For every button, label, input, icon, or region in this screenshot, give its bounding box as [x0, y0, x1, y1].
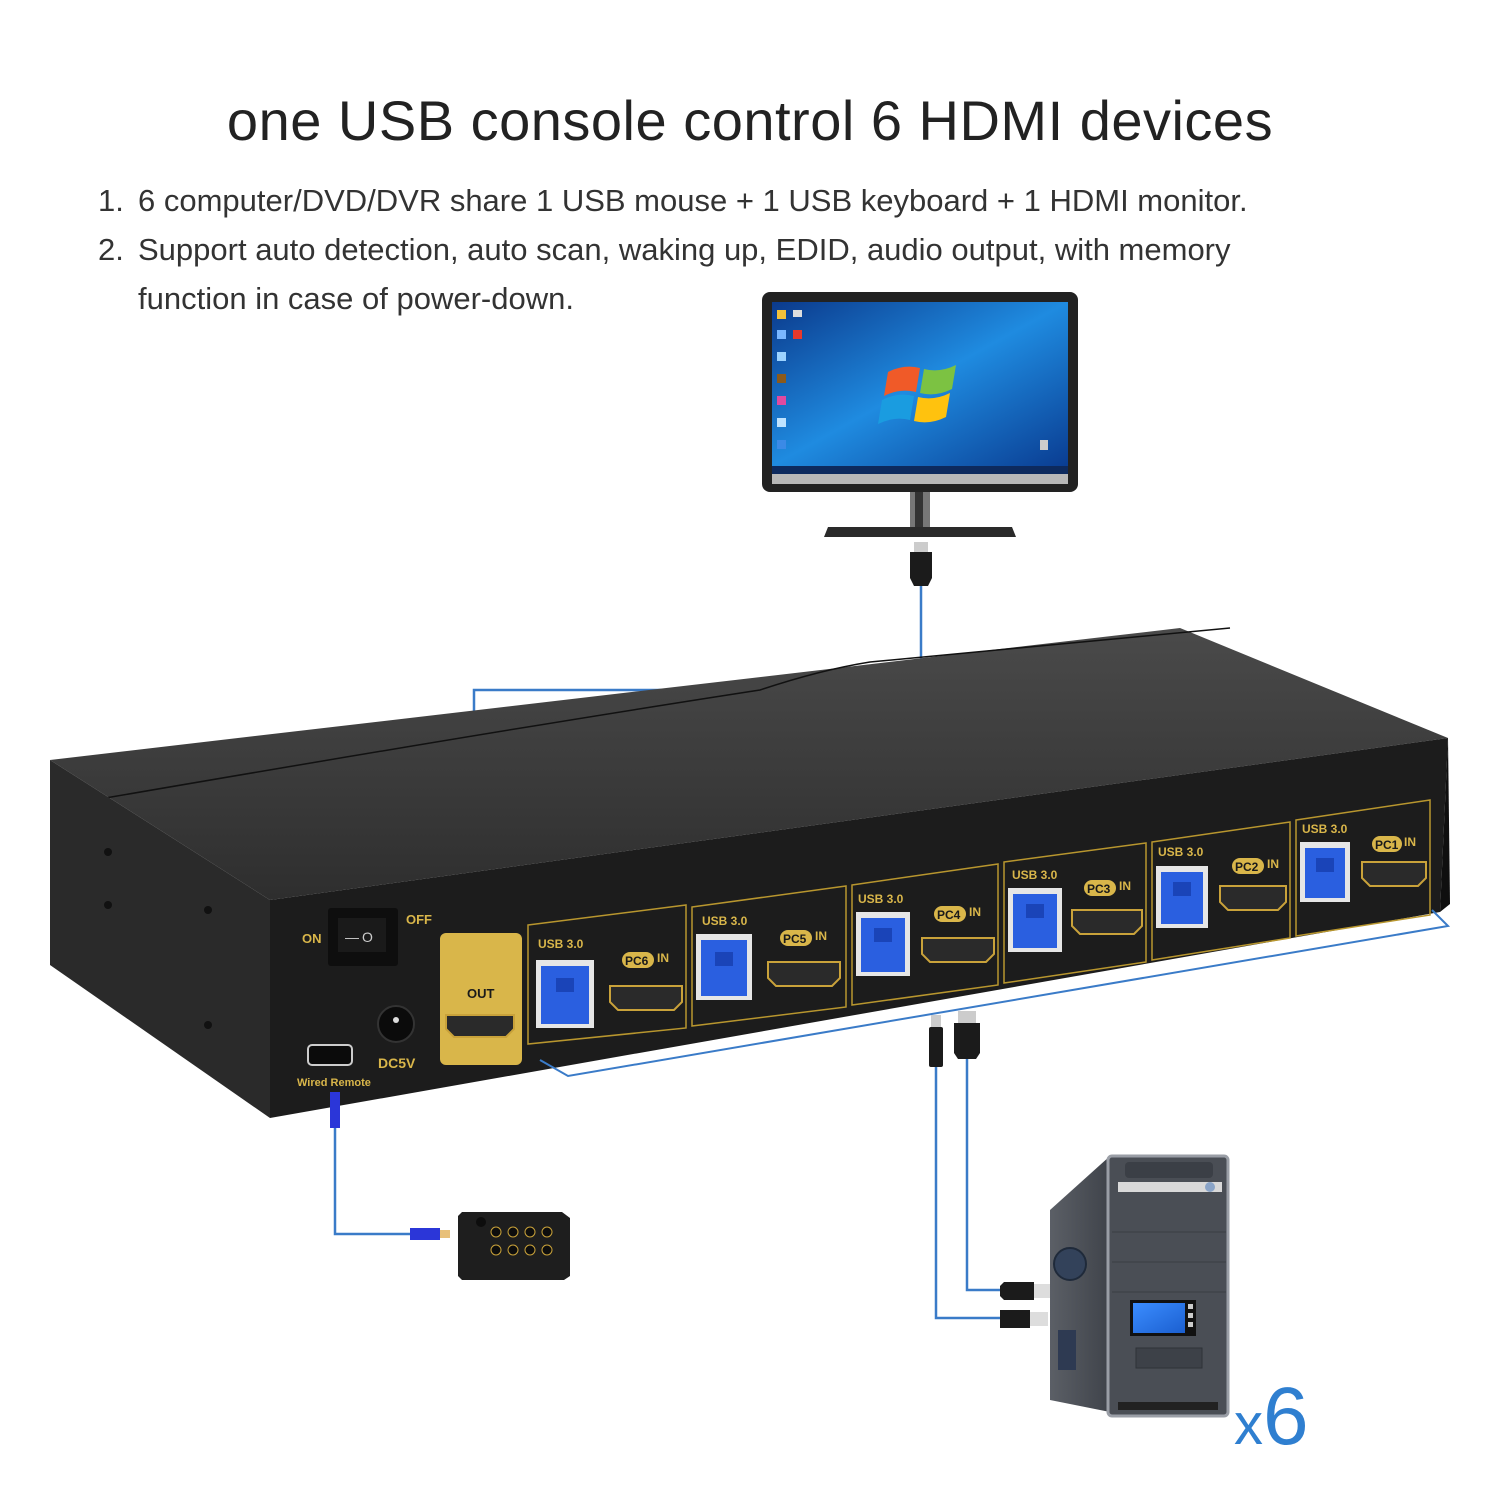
multiplier-value: 6 [1263, 1371, 1309, 1462]
feature-list: 1. 6 computer/DVD/DVR share 1 USB mouse +… [98, 176, 1248, 323]
port-group-pc3: USB 3.0 PC3 IN [1003, 842, 1147, 984]
pc-label: PC1 [1375, 838, 1399, 852]
hdmi-in-port[interactable] [1071, 909, 1143, 935]
usb-label: USB 3.0 [1302, 822, 1348, 836]
lcd-display [1133, 1303, 1185, 1333]
hdmi-cable-pc [954, 1011, 1050, 1300]
usb-label: USB 3.0 [702, 914, 748, 928]
feature-item: 1. 6 computer/DVD/DVR share 1 USB mouse +… [98, 176, 1248, 225]
switch-top [50, 628, 1448, 900]
power-switch-on-symbol: — [345, 929, 359, 945]
pc-label: PC6 [625, 954, 649, 968]
power-off-label: OFF [406, 912, 432, 927]
hdmi-out-port[interactable] [445, 1014, 515, 1038]
port-group-pc6: USB 3.0 PC6 IN [527, 904, 687, 1045]
in-label: IN [657, 951, 669, 965]
remote-cable [333, 1100, 410, 1236]
monitor [762, 292, 1078, 586]
pc-label: PC5 [783, 932, 807, 946]
windows-logo-icon [878, 365, 956, 424]
feature-text: 6 computer/DVD/DVR share 1 USB mouse + 1… [138, 183, 1248, 218]
pc-label: PC4 [937, 908, 961, 922]
in-label: IN [969, 905, 981, 919]
port-group-pc5: USB 3.0 PC5 IN [691, 885, 847, 1027]
in-label: IN [1267, 857, 1279, 871]
port-group-pc1: USB 3.0 PC1 IN [1295, 799, 1431, 937]
fan-icon [1053, 1247, 1087, 1281]
in-label: IN [1404, 835, 1416, 849]
feature-continuation: function in case of power-down. [138, 281, 574, 316]
in-label: IN [1119, 879, 1131, 893]
feature-number: 1. [98, 183, 124, 218]
desktop-icons [777, 310, 1048, 450]
dc-label: DC5V [378, 1055, 416, 1071]
feature-number: 2. [98, 232, 124, 267]
monitor-chin [772, 474, 1068, 484]
wired-remote-label: Wired Remote [297, 1077, 371, 1089]
port-group-pc4: USB 3.0 PC4 IN [851, 863, 999, 1006]
remote-plug [330, 1092, 340, 1128]
hdmi-out-label: OUT [467, 986, 495, 1001]
computer-tower [1050, 1154, 1230, 1418]
usb-label: USB 3.0 [1012, 868, 1058, 882]
feature-item: 2. Support auto detection, auto scan, wak… [98, 225, 1248, 274]
hdmi-in-port[interactable] [1361, 861, 1427, 887]
hdmi-plug-icon [914, 542, 928, 552]
dc-power-jack[interactable] [377, 1005, 415, 1043]
pc-label: PC2 [1235, 860, 1259, 874]
hdmi-in-port[interactable] [609, 985, 683, 1011]
usb-label: USB 3.0 [858, 892, 904, 906]
wired-remote-control[interactable] [458, 1212, 570, 1280]
hdmi-in-port[interactable] [1219, 885, 1287, 911]
multiplier-prefix: x [1234, 1392, 1263, 1457]
monitor-stand-base [824, 527, 1016, 537]
power-on-label: ON [302, 931, 322, 946]
usb-cable [929, 1015, 1048, 1328]
port-group-bracket [539, 909, 1451, 1078]
in-label: IN [815, 929, 827, 943]
kvm-switch: ON — O OFF DC5V Wired Remote OUT USB 3.0… [50, 627, 1450, 1118]
pc-label: PC3 [1087, 882, 1111, 896]
computer-multiplier: x6 [1234, 1370, 1309, 1464]
usb-label: USB 3.0 [1158, 845, 1204, 859]
power-switch-off-symbol: O [362, 929, 373, 945]
feature-text: Support auto detection, auto scan, wakin… [138, 232, 1231, 267]
taskbar [772, 466, 1068, 474]
wired-remote-port[interactable] [307, 1044, 353, 1066]
page-title: one USB console control 6 HDMI devices [226, 89, 1274, 152]
usb-label: USB 3.0 [538, 937, 584, 951]
hdmi-in-port[interactable] [921, 937, 995, 963]
hdmi-in-port[interactable] [767, 961, 841, 987]
monitor-screen [772, 302, 1068, 466]
port-group-pc2: USB 3.0 PC2 IN [1151, 821, 1291, 961]
